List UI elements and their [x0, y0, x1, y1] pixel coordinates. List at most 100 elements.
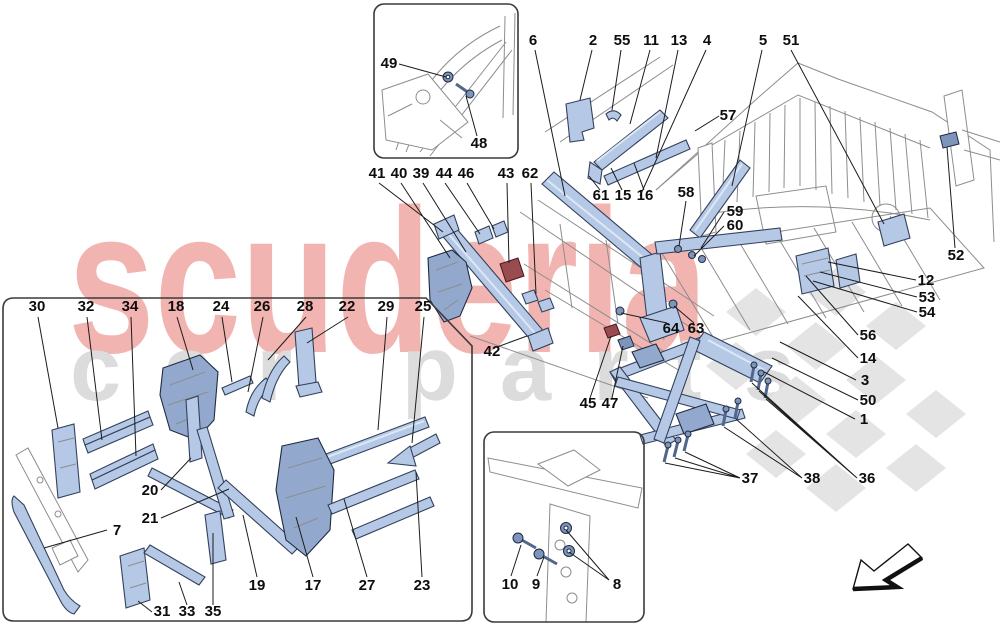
- beam-24-part: [221, 375, 254, 396]
- callout-27: 27: [359, 577, 376, 594]
- callout-42: 42: [484, 343, 501, 360]
- callout-57: 57: [720, 107, 737, 124]
- callout-32: 32: [78, 298, 95, 315]
- callout-22: 22: [339, 298, 356, 315]
- callout-7: 7: [113, 522, 121, 539]
- bracket-2-part: [565, 97, 595, 143]
- bottom-inset-box: [483, 431, 645, 623]
- beam-27-part: [327, 469, 420, 515]
- callout-31: 31: [154, 603, 171, 620]
- curve-28-part: [261, 355, 291, 403]
- callout-45: 45: [580, 395, 597, 412]
- direction-arrow-icon: [852, 543, 924, 592]
- beam-19-part: [217, 479, 301, 555]
- callout-60: 60: [727, 217, 744, 234]
- callout-8: 8: [613, 576, 621, 593]
- callout-33: 33: [179, 603, 196, 620]
- callout-30: 30: [29, 298, 46, 315]
- callout-39: 39: [413, 165, 430, 182]
- callout-14: 14: [860, 350, 877, 367]
- callout-36: 36: [859, 470, 876, 487]
- callout-63: 63: [688, 320, 705, 337]
- callout-4: 4: [703, 32, 712, 49]
- bracket-51-part: [877, 213, 911, 247]
- callout-9: 9: [532, 576, 540, 593]
- washer-63-part: [668, 299, 678, 309]
- callout-37: 37: [742, 470, 759, 487]
- callout-13: 13: [671, 32, 688, 49]
- callout-55: 55: [614, 32, 631, 49]
- callout-43: 43: [498, 165, 515, 182]
- callout-25: 25: [415, 298, 432, 315]
- callout-28: 28: [297, 298, 314, 315]
- callout-29: 29: [378, 298, 395, 315]
- callout-2: 2: [589, 32, 597, 49]
- channel-30-part: [51, 423, 81, 499]
- callout-41: 41: [369, 165, 386, 182]
- callout-64: 64: [663, 320, 680, 337]
- pillar-22-part: [294, 327, 317, 389]
- callout-15: 15: [615, 187, 632, 204]
- callout-12: 12: [918, 272, 935, 289]
- top-left-inset-box: [373, 3, 519, 159]
- callout-38: 38: [804, 470, 821, 487]
- bolts-36-part: [749, 361, 772, 399]
- callout-47: 47: [602, 395, 619, 412]
- callout-35: 35: [205, 603, 222, 620]
- callout-48: 48: [471, 135, 488, 152]
- crossmember-part: [654, 227, 783, 255]
- callout-54: 54: [919, 304, 936, 321]
- callout-56: 56: [860, 327, 877, 344]
- bracket-44-part: [474, 225, 494, 245]
- leader-lines: [37, 49, 956, 613]
- callout-52: 52: [948, 247, 965, 264]
- callout-6: 6: [529, 32, 537, 49]
- inset-detail-sill-fixing: [487, 449, 643, 623]
- callout-labels: 6 2 55 11 13 4 5 51 49 48 57 41 40 39 44…: [29, 32, 965, 620]
- highlighted-parts: [11, 97, 960, 615]
- beam-33-part: [143, 544, 206, 586]
- post-20-part: [185, 395, 203, 463]
- skirt-7-part: [11, 495, 81, 615]
- channel-31-part: [119, 547, 151, 609]
- beam-13-part: [603, 139, 691, 186]
- callout-26: 26: [254, 298, 271, 315]
- callout-50: 50: [860, 392, 877, 409]
- callout-23: 23: [414, 577, 431, 594]
- left-parts-box: [2, 297, 473, 622]
- callout-18: 18: [168, 298, 185, 315]
- post-35-part: [204, 510, 227, 565]
- callout-17: 17: [305, 577, 322, 594]
- beam-11-part: [593, 109, 669, 171]
- callout-61: 61: [593, 187, 610, 204]
- callout-19: 19: [249, 577, 266, 594]
- callout-46: 46: [458, 165, 475, 182]
- fixing-43-part: [499, 257, 525, 283]
- callout-20: 20: [142, 482, 159, 499]
- callout-62: 62: [522, 165, 539, 182]
- callout-53: 53: [919, 289, 936, 306]
- callout-59: 59: [727, 203, 744, 220]
- beam-23-part: [351, 496, 435, 540]
- callout-58: 58: [678, 184, 695, 201]
- callout-44: 44: [436, 165, 453, 182]
- bracket-52-part: [939, 131, 960, 149]
- callout-16: 16: [637, 187, 654, 204]
- callout-24: 24: [213, 298, 230, 315]
- bolts-37-part: [662, 430, 692, 463]
- callout-40: 40: [391, 165, 408, 182]
- callout-11: 11: [643, 32, 659, 49]
- subframe-part: [609, 331, 773, 447]
- callout-3: 3: [861, 372, 869, 389]
- watermark-brand-text: scuderia: [68, 167, 710, 396]
- callout-21: 21: [142, 510, 159, 527]
- callout-5: 5: [759, 32, 767, 49]
- mount-bracket-part: [795, 247, 835, 295]
- callout-1: 1: [860, 411, 868, 428]
- hook-55-part: [605, 110, 622, 122]
- bolts-38-part: [721, 397, 742, 427]
- watermark: scuderia car parts: [68, 167, 966, 512]
- inset-detail-front-corner: [381, 25, 513, 157]
- callout-10: 10: [502, 576, 519, 593]
